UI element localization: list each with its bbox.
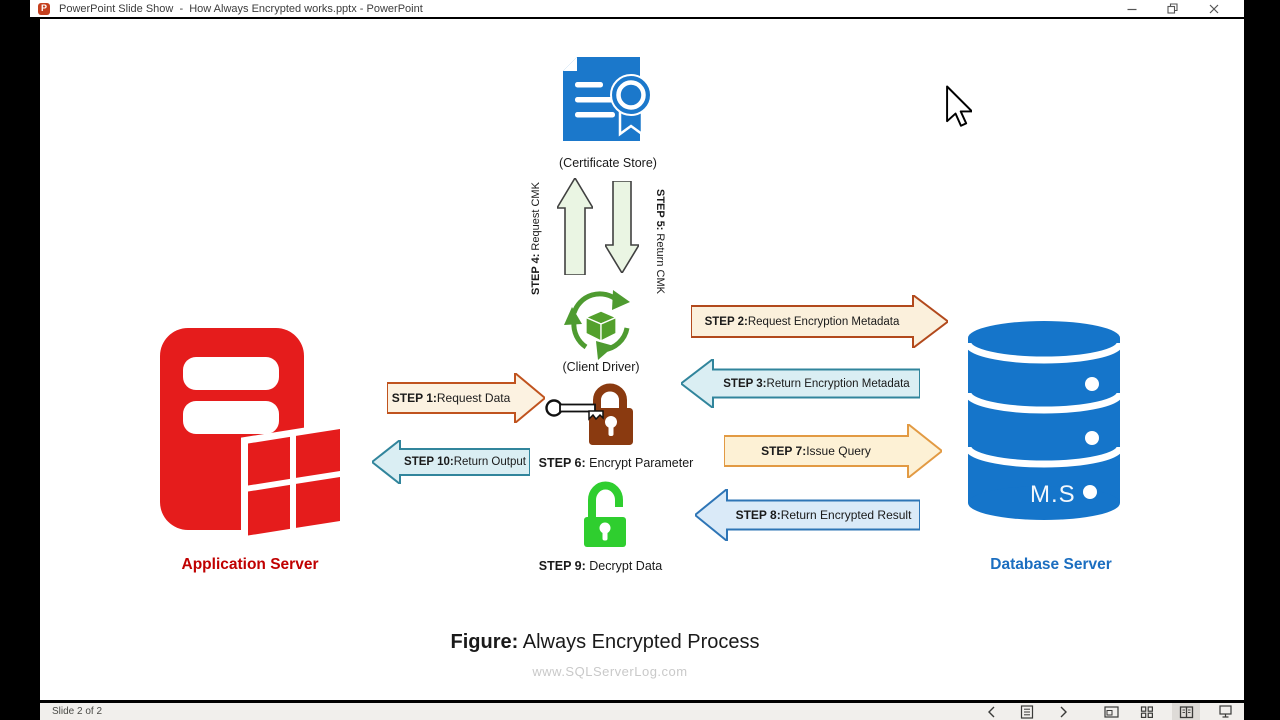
powerpoint-app-icon: P <box>38 2 50 15</box>
slide-canvas[interactable]: (Certificate Store) STEP 4: Request CMK … <box>40 19 1244 700</box>
previous-slide-button[interactable] <box>980 703 1002 720</box>
slideshow-view-button[interactable] <box>1214 703 1236 720</box>
step9-label: STEP 9: Decrypt Data <box>538 559 663 573</box>
step7-label: STEP 7: Issue Query <box>761 444 871 458</box>
step4-label: STEP 4: Request CMK <box>530 182 542 296</box>
minimize-icon <box>1127 8 1136 10</box>
window-title: PowerPoint Slide Show - How Always Encry… <box>59 2 423 15</box>
lock-icon <box>545 383 633 445</box>
figure-caption: Figure: Always Encrypted Process <box>450 631 760 653</box>
step4-request-cmk-arrow <box>557 178 593 275</box>
chevron-right-icon <box>1060 706 1067 717</box>
database-server-label: Database Server <box>990 556 1112 573</box>
slideshow-view-icon <box>1218 705 1232 718</box>
restore-button[interactable] <box>1152 0 1193 17</box>
step6-label: STEP 6: Encrypt Parameter <box>538 456 694 470</box>
step10-return-output-arrow: STEP 10: Return Output <box>372 440 530 484</box>
display-settings-button[interactable] <box>1100 703 1122 720</box>
step5-return-cmk-arrow <box>605 181 639 273</box>
application-server-icon <box>160 328 345 542</box>
step3-return-metadata-arrow: STEP 3: Return Encryption Metadata <box>681 359 920 408</box>
reading-view-icon <box>1179 705 1193 718</box>
status-bar: Slide 2 of 2 <box>40 703 1244 720</box>
powerpoint-window: P PowerPoint Slide Show - How Always Enc… <box>30 0 1244 720</box>
slide-menu-button[interactable] <box>1016 703 1038 720</box>
watermark: www.SQLServerLog.com <box>532 664 688 679</box>
application-server-label: Application Server <box>181 556 319 573</box>
client-driver-label: (Client Driver) <box>562 360 640 374</box>
certificate-store-label: (Certificate Store) <box>559 156 657 170</box>
step2-request-metadata-arrow: STEP 2: Request Encryption Metadata <box>691 295 948 348</box>
slide-indicator: Slide 2 of 2 <box>52 706 103 717</box>
unlock-icon <box>584 481 626 547</box>
close-button[interactable] <box>1193 0 1234 17</box>
step2-label: STEP 2: Request Encryption Metadata <box>704 315 900 328</box>
step1-request-data-arrow: STEP 1: Request Data <box>387 373 545 423</box>
windows-flag-icon <box>241 421 345 542</box>
restore-icon <box>1167 3 1178 14</box>
minimize-button[interactable] <box>1111 0 1152 17</box>
chevron-left-icon <box>987 706 994 717</box>
statusbar-controls <box>980 703 1236 720</box>
window-controls <box>1111 0 1234 17</box>
grid-view-icon <box>1140 705 1153 718</box>
reading-view-button[interactable] <box>1172 703 1200 720</box>
client-driver-icon <box>564 290 630 360</box>
step10-label: STEP 10: Return Output <box>404 456 526 468</box>
slide-menu-icon <box>1020 704 1034 719</box>
step8-return-result-arrow: STEP 8: Return Encrypted Result <box>695 489 920 541</box>
step5-label: STEP 5: Return CMK <box>654 188 666 294</box>
grid-view-button[interactable] <box>1136 703 1158 720</box>
next-slide-button[interactable] <box>1052 703 1074 720</box>
close-icon <box>1209 4 1218 13</box>
step7-issue-query-arrow: STEP 7: Issue Query <box>724 424 942 478</box>
display-settings-icon <box>1103 705 1119 718</box>
step1-label: STEP 1: Request Data <box>391 391 511 405</box>
key-icon <box>545 399 604 421</box>
database-text: M.S <box>1030 481 1076 508</box>
step3-label: STEP 3: Return Encryption Metadata <box>723 377 910 390</box>
database-server-icon: M.S <box>968 321 1120 520</box>
certificate-store-icon <box>563 57 652 141</box>
step8-label: STEP 8: Return Encrypted Result <box>735 508 912 522</box>
title-bar: P PowerPoint Slide Show - How Always Enc… <box>30 0 1244 17</box>
